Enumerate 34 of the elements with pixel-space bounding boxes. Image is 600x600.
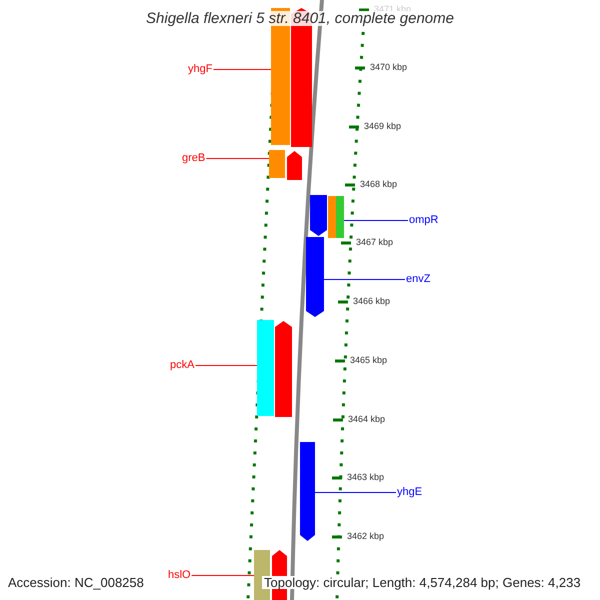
scale-label: 3469 kbp: [364, 122, 402, 131]
scale-label: 3467 kbp: [356, 238, 394, 247]
scale-label: 3468 kbp: [360, 180, 398, 189]
gene-bar: [310, 195, 327, 236]
gene-bar: [336, 196, 344, 238]
gene-bar: [287, 151, 302, 180]
gene-bar: [328, 196, 336, 238]
leader-line: [194, 365, 258, 366]
leader-line: [314, 492, 396, 493]
scale-label: 3465 kbp: [350, 356, 388, 365]
gene-label: yhgF: [188, 64, 212, 75]
accession-text: Accession: NC_008258: [8, 576, 144, 589]
gene-label: pckA: [170, 360, 194, 371]
gene-label: ompR: [409, 215, 438, 226]
scale-label: 3464 kbp: [348, 415, 386, 424]
gene-bar: [300, 442, 315, 541]
gene-label: hslO: [168, 570, 191, 581]
gene-label: envZ: [406, 274, 430, 285]
scale-label: 3462 kbp: [347, 532, 384, 541]
leader-line: [191, 575, 254, 576]
leader-line: [206, 158, 270, 159]
title: Shigella flexneri 5 str. 8401, complete genome: [144, 11, 456, 26]
gene-bar: [275, 321, 292, 417]
leader-line: [324, 279, 406, 280]
scale-label: 3466 kbp: [353, 297, 390, 306]
gene-bar: [269, 150, 285, 178]
leader-line: [212, 69, 272, 70]
gene-label: yhgE: [397, 487, 422, 498]
gene-label: greB: [182, 153, 206, 164]
scale-label: 3463 kbp: [347, 473, 384, 482]
summary-text: Topology: circular; Length: 4,574,284 bp; Genes: 4,233: [262, 576, 583, 589]
gene-bar: [257, 320, 274, 416]
scale-label: 3470 kbp: [370, 63, 408, 72]
leader-line: [344, 220, 408, 221]
